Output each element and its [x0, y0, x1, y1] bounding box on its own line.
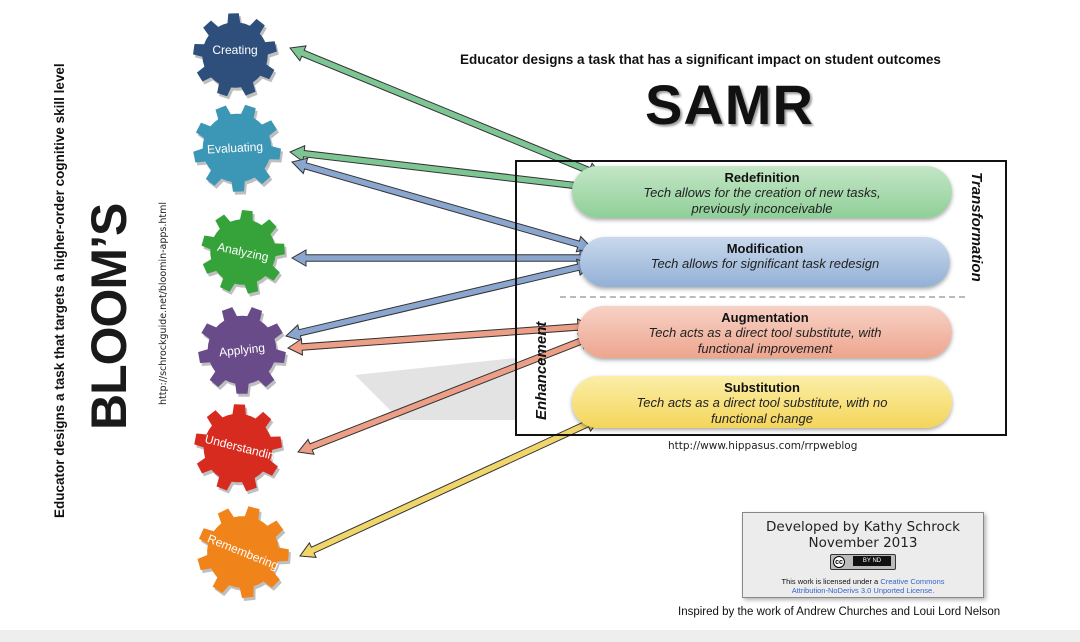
gear-icon: [201, 210, 285, 294]
blooms-title: BLOOM’S: [81, 203, 137, 430]
gear-evaluating: Evaluating: [193, 104, 283, 195]
gear-label: Applying: [218, 341, 265, 360]
level-description: Tech allows for the creation of new task…: [643, 185, 881, 200]
level-name: Substitution: [724, 380, 800, 395]
level-description: previously inconceivable: [691, 201, 833, 216]
credit-date: November 2013: [808, 535, 918, 551]
level-description: Tech allows for significant task redesig…: [650, 256, 880, 271]
blooms-subtitle: Educator designs a task that targets a h…: [52, 63, 67, 518]
license-link[interactable]: Creative Commons: [880, 577, 945, 586]
samr-frame: [515, 160, 1007, 436]
gears-layer: CreatingEvaluatingAnalyzingApplyingUnder…: [193, 13, 291, 601]
level-name: Modification: [726, 241, 804, 256]
samr-level-redefinition: Redefinition Tech allows for the creatio…: [572, 166, 952, 218]
cc-mark: cc: [833, 556, 845, 568]
transformation-enhancement-divider: [560, 296, 965, 298]
credit-box: Developed by Kathy Schrock November 2013…: [742, 512, 984, 598]
license-text: This work is licensed under a Creative C…: [743, 577, 983, 595]
level-name: Redefinition: [724, 170, 800, 185]
gear-label: Evaluating: [207, 140, 264, 157]
level-description: Tech acts as a direct tool substitute, w…: [636, 395, 888, 410]
level-description: Tech acts as a direct tool substitute, w…: [648, 325, 882, 340]
samr-level-substitution: Substitution Tech acts as a direct tool …: [572, 376, 952, 428]
gear-label: Creating: [212, 43, 257, 57]
gear-understanding: Understanding: [194, 404, 284, 495]
enhancement-label: Enhancement: [533, 321, 550, 420]
arrow-remembering-substitution: [299, 416, 601, 558]
samr-title: SAMR: [645, 73, 814, 136]
gear-remembering: Remembering: [197, 506, 291, 601]
gear-icon: [194, 404, 282, 492]
gear-icon: [198, 307, 286, 394]
gear-applying: Applying: [198, 307, 288, 397]
samr-level-modification: Modification Tech allows for significant…: [580, 237, 950, 287]
license-link[interactable]: Attribution-NoDerivs 3.0 Unported Licens…: [791, 586, 935, 595]
samr-url: http://www.hippasus.com/rrpweblog: [668, 440, 858, 452]
cc-by-nd: BY ND: [853, 556, 891, 566]
gear-analyzing: Analyzing: [201, 210, 287, 297]
level-name: Augmentation: [721, 310, 809, 325]
blooms-url: http://schrockguide.net/bloomin-apps.htm…: [158, 201, 169, 405]
creative-commons-badge-icon: cc BY ND: [830, 554, 896, 570]
samr-level-augmentation: Augmentation Tech acts as a direct tool …: [578, 306, 952, 358]
gear-icon: [193, 13, 277, 97]
arrows-layer: [285, 45, 603, 558]
license-prefix: This work is licensed under a: [781, 577, 879, 586]
inspired-by-text: Inspired by the work of Andrew Churches …: [678, 606, 1001, 618]
gear-icon: [193, 104, 281, 192]
transformation-label: Transformation: [968, 172, 985, 282]
samr-heading: Educator designs a task that has a signi…: [460, 52, 941, 67]
level-description: functional change: [711, 411, 813, 426]
gear-creating: Creating: [193, 13, 279, 100]
bottom-bar: [0, 630, 1080, 642]
gear-icon: [197, 506, 289, 598]
level-description: functional improvement: [697, 341, 833, 356]
credit-author: Developed by Kathy Schrock: [766, 519, 960, 535]
shadow-wedge: [355, 358, 515, 420]
